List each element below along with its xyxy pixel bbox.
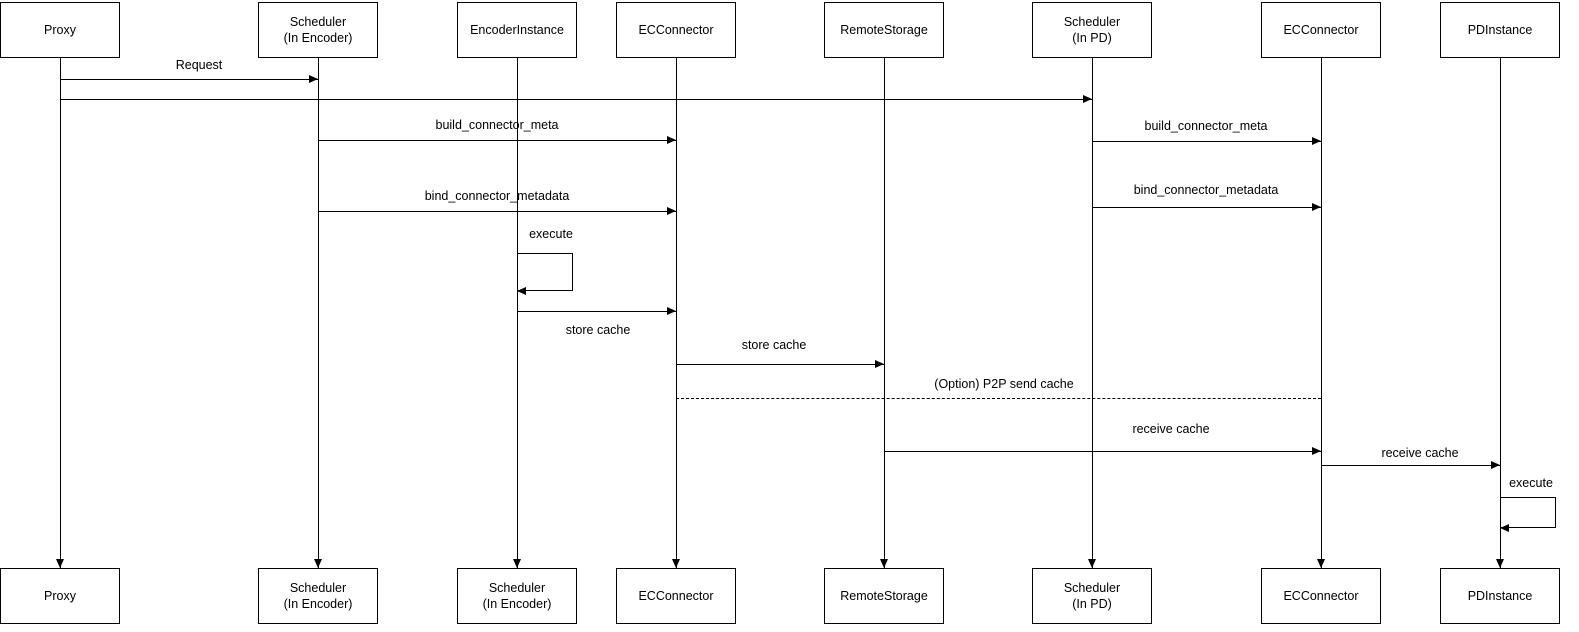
participant-header-label: Proxy — [44, 22, 76, 37]
participant-header-proxy[interactable]: Proxy — [0, 2, 120, 58]
message-line-m2 — [60, 99, 1092, 100]
lifeline-end-arrow-proxy — [55, 559, 64, 568]
message-arrowhead-m10 — [1312, 447, 1321, 455]
participant-header-ecconnector-1[interactable]: ECConnector — [616, 2, 736, 58]
self-message-loop-s2 — [1500, 497, 1556, 528]
participant-header-encoder-inst[interactable]: EncoderInstance — [457, 2, 577, 58]
lifeline-end-arrow-ecconnector-1 — [671, 559, 680, 568]
message-line-m3 — [318, 140, 676, 141]
participant-footer-ecconnector-1-b[interactable]: ECConnector — [616, 568, 736, 624]
participant-header-label: (In Encoder) — [283, 31, 353, 45]
participant-footer-label: (In PD) — [1072, 597, 1112, 611]
participant-header-label: EncoderInstance — [470, 22, 564, 37]
participant-header-sched-enc[interactable]: Scheduler (In Encoder) — [258, 2, 378, 58]
participant-header-sched-pd[interactable]: Scheduler (In PD) — [1032, 2, 1152, 58]
participant-header-label: ECConnector — [638, 22, 714, 37]
message-label-m5: bind_connector_metadata — [424, 189, 570, 203]
participant-header-remotestorage[interactable]: RemoteStorage — [824, 2, 944, 58]
message-label-m4: build_connector_meta — [1144, 119, 1268, 133]
participant-header-label: Scheduler — [289, 14, 347, 29]
message-line-m4 — [1092, 141, 1321, 142]
lifeline-ecconnector-1 — [676, 58, 677, 568]
participant-footer-sched-enc-b[interactable]: Scheduler (In Encoder) — [258, 568, 378, 624]
message-line-m10 — [884, 451, 1321, 452]
participant-header-label: (In PD) — [1072, 31, 1112, 45]
lifeline-end-arrow-ecconnector-2 — [1316, 559, 1325, 568]
message-label-m8: store cache — [741, 338, 807, 352]
participant-footer-label: (In Encoder) — [482, 597, 552, 611]
message-arrowhead-m6 — [1312, 203, 1321, 211]
lifeline-end-arrow-encoder-inst — [512, 559, 521, 568]
participant-footer-label: PDInstance — [1467, 588, 1533, 603]
participant-footer-encoder-inst-b[interactable]: Scheduler (In Encoder) — [457, 568, 577, 624]
message-line-m11 — [1321, 465, 1500, 466]
lifeline-end-arrow-pdinstance — [1495, 559, 1504, 568]
lifeline-sched-pd — [1092, 58, 1093, 568]
participant-footer-label: (In Encoder) — [283, 597, 353, 611]
lifeline-proxy — [60, 58, 61, 568]
message-arrowhead-m8 — [875, 360, 884, 368]
participant-footer-ecconnector-2-b[interactable]: ECConnector — [1261, 568, 1381, 624]
message-line-m8 — [676, 364, 884, 365]
message-arrowhead-m7 — [667, 307, 676, 315]
lifeline-ecconnector-2 — [1321, 58, 1322, 568]
participant-header-label: ECConnector — [1283, 22, 1359, 37]
message-line-m6 — [1092, 207, 1321, 208]
participant-footer-pdinstance-b[interactable]: PDInstance — [1440, 568, 1560, 624]
participant-footer-sched-pd-b[interactable]: Scheduler (In PD) — [1032, 568, 1152, 624]
participant-footer-label: RemoteStorage — [840, 588, 928, 603]
message-label-m3: build_connector_meta — [435, 118, 559, 132]
participant-footer-label: Scheduler — [289, 580, 347, 595]
participant-footer-label: Scheduler — [488, 580, 546, 595]
self-message-label-s1: execute — [529, 227, 573, 241]
message-line-m9 — [676, 398, 1321, 399]
lifeline-end-arrow-sched-enc — [313, 559, 322, 568]
message-line-m1 — [60, 79, 318, 80]
message-label-m1: Request — [175, 58, 223, 72]
participant-header-label: Scheduler — [1063, 14, 1121, 29]
lifeline-pdinstance — [1500, 58, 1501, 568]
lifeline-remotestorage — [884, 58, 885, 568]
self-message-arrowhead-s2 — [1500, 524, 1509, 532]
participant-header-label: RemoteStorage — [840, 22, 928, 37]
self-message-arrowhead-s1 — [517, 287, 526, 295]
message-arrowhead-m2 — [1083, 95, 1092, 103]
participant-header-label: PDInstance — [1467, 22, 1533, 37]
lifeline-end-arrow-remotestorage — [879, 559, 888, 568]
message-line-m7 — [517, 311, 676, 312]
participant-footer-label: ECConnector — [1283, 588, 1359, 603]
lifeline-encoder-inst — [517, 58, 518, 568]
message-label-m11: receive cache — [1381, 446, 1459, 460]
message-arrowhead-m11 — [1491, 461, 1500, 469]
message-line-m5 — [318, 211, 676, 212]
participant-footer-label: Scheduler — [1063, 580, 1121, 595]
participant-footer-label: Proxy — [44, 588, 76, 603]
participant-footer-proxy-b[interactable]: Proxy — [0, 568, 120, 624]
message-arrowhead-m3 — [667, 136, 676, 144]
participant-footer-remotestorage-b[interactable]: RemoteStorage — [824, 568, 944, 624]
message-arrowhead-m4 — [1312, 137, 1321, 145]
message-label-m6: bind_connector_metadata — [1133, 183, 1279, 197]
self-message-label-s2: execute — [1509, 476, 1553, 490]
message-label-m7: store cache — [565, 323, 631, 337]
message-arrowhead-m1 — [309, 75, 318, 83]
message-label-m10: receive cache — [1132, 422, 1210, 436]
self-message-loop-s1 — [517, 253, 573, 291]
lifeline-end-arrow-sched-pd — [1087, 559, 1096, 568]
message-arrowhead-m5 — [667, 207, 676, 215]
participant-header-ecconnector-2[interactable]: ECConnector — [1261, 2, 1381, 58]
participant-footer-label: ECConnector — [638, 588, 714, 603]
participant-header-pdinstance[interactable]: PDInstance — [1440, 2, 1560, 58]
message-label-m9: (Option) P2P send cache — [934, 377, 1074, 391]
lifeline-sched-enc — [318, 58, 319, 568]
